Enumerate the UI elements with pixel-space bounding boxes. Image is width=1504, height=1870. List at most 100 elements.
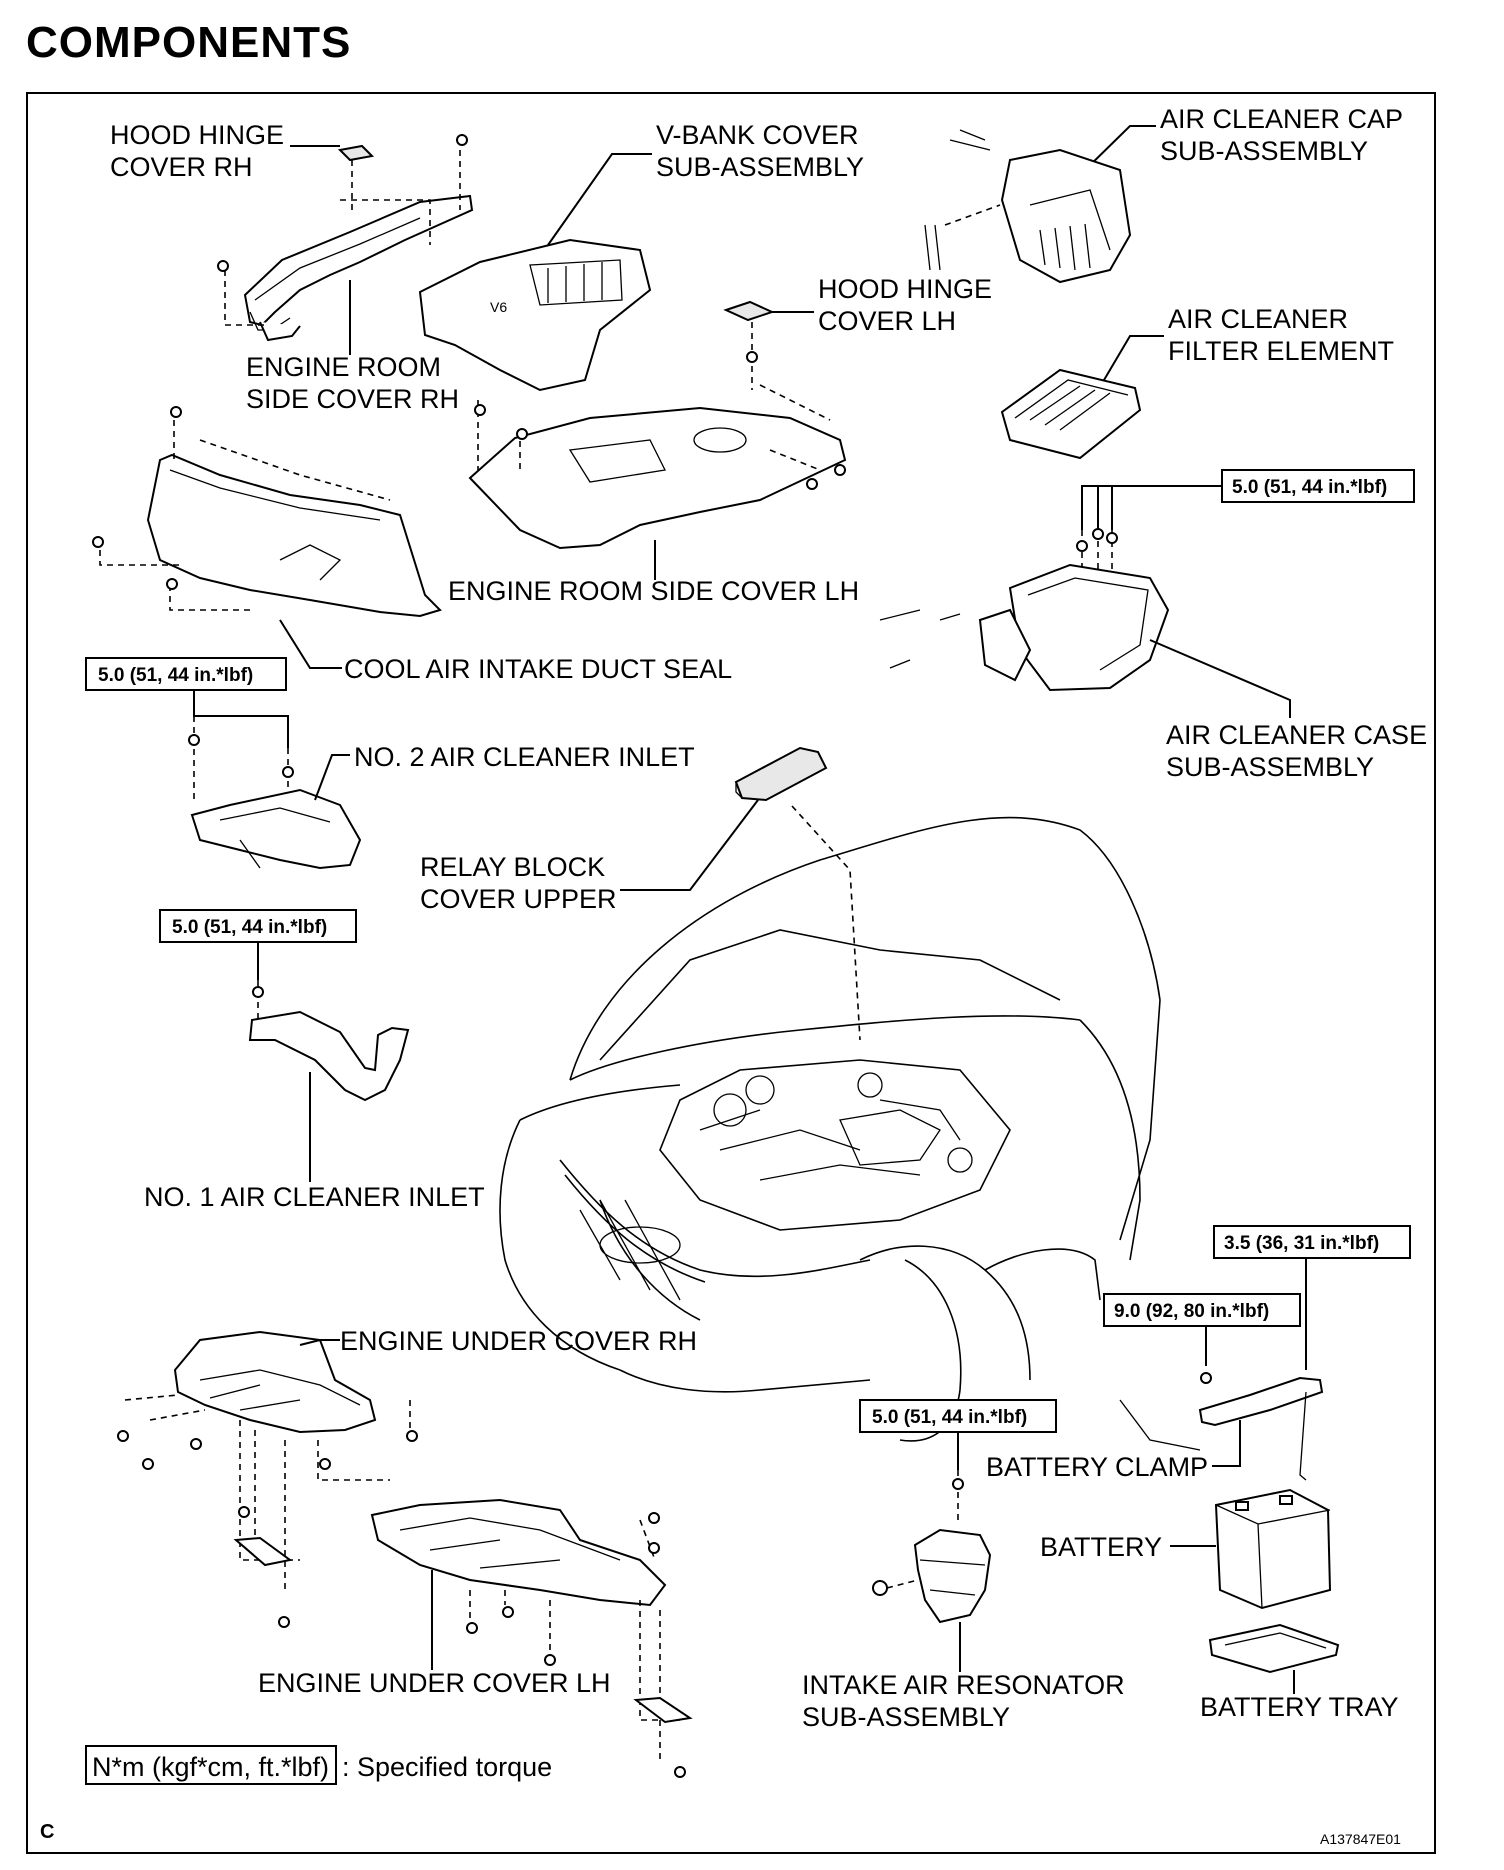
- bolt: [1200, 1372, 1212, 1384]
- bolt: [648, 1512, 660, 1524]
- intake-air-resonator: [913, 1528, 992, 1624]
- bolt: [278, 1616, 290, 1628]
- svg-text:COVER UPPER: COVER UPPER: [420, 884, 617, 914]
- hood-hinge-cover-rh-label: HOOD HINGE COVER RH: [110, 120, 284, 182]
- svg-text:SUB-ASSEMBLY: SUB-ASSEMBLY: [1166, 752, 1374, 782]
- no1-air-cleaner-inlet-label: NO. 1 AIR CLEANER INLET: [144, 1182, 485, 1212]
- battery: [1214, 1488, 1332, 1610]
- legend-meaning: : Specified torque: [342, 1752, 552, 1782]
- bolt: [544, 1654, 556, 1666]
- svg-text:COVER RH: COVER RH: [110, 152, 253, 182]
- figure-id: A137847E01: [1320, 1831, 1401, 1847]
- torque-box-battery-clamp-bolt: [1103, 1293, 1301, 1327]
- bolt: [466, 1622, 478, 1634]
- bolt: [190, 1438, 202, 1450]
- torque-box-no2-inlet: [85, 657, 287, 691]
- svg-text:HOOD HINGE: HOOD HINGE: [110, 120, 284, 150]
- bolt: [319, 1458, 331, 1470]
- svg-text:ENGINE ROOM: ENGINE ROOM: [246, 352, 441, 382]
- air-cleaner-case-label: AIR CLEANER CASE SUB-ASSEMBLY: [1166, 720, 1427, 782]
- battery-tray-label: BATTERY TRAY: [1200, 1692, 1399, 1722]
- svg-text:SUB-ASSEMBLY: SUB-ASSEMBLY: [656, 152, 864, 182]
- bolt: [117, 1430, 129, 1442]
- svg-text:FILTER ELEMENT: FILTER ELEMENT: [1168, 336, 1394, 366]
- battery-label: BATTERY: [1040, 1532, 1162, 1562]
- torque-box-air-cleaner-case: [1221, 469, 1415, 503]
- bolt: [502, 1606, 514, 1618]
- bolt: [252, 986, 264, 998]
- v-bank-cover: [418, 238, 652, 392]
- torque-value: 5.0 (51, 44 in.*lbf): [872, 1407, 1027, 1428]
- no2-air-cleaner-inlet: [190, 788, 362, 870]
- bolt: [1092, 528, 1104, 540]
- svg-text:V-BANK COVER: V-BANK COVER: [656, 120, 859, 150]
- battery-clamp-label: BATTERY CLAMP: [986, 1452, 1208, 1482]
- engine-under-cover-rh: [173, 1330, 377, 1434]
- legend-torque-unit: N*m (kgf*cm, ft.*lbf): [92, 1752, 329, 1782]
- torque-box-battery-clamp-rod: [1213, 1225, 1411, 1259]
- v-bank-cover-label: V-BANK COVER SUB-ASSEMBLY: [656, 120, 864, 182]
- bolt: [806, 478, 818, 490]
- bolt: [406, 1430, 418, 1442]
- bolt: [282, 766, 294, 778]
- bolt: [834, 464, 846, 476]
- torque-box-resonator: [859, 1399, 1057, 1433]
- bolt: [648, 1542, 660, 1554]
- svg-text:AIR CLEANER CAP: AIR CLEANER CAP: [1160, 104, 1403, 134]
- no1-air-cleaner-inlet: [248, 1010, 410, 1102]
- hood-hinge-cover-lh: [723, 300, 775, 322]
- engine-under-cover-rh-label: ENGINE UNDER COVER RH: [340, 1326, 697, 1356]
- air-cleaner-filter-element-label: AIR CLEANER FILTER ELEMENT: [1168, 304, 1394, 366]
- air-cleaner-filter-element: [1000, 368, 1142, 460]
- engine-under-cover-lh: [370, 1498, 667, 1607]
- svg-text:COVER LH: COVER LH: [818, 306, 956, 336]
- engine-room-side-cover-lh: [468, 406, 847, 550]
- bolt: [166, 578, 178, 590]
- svg-text:HOOD HINGE: HOOD HINGE: [818, 274, 992, 304]
- svg-text:AIR CLEANER CASE: AIR CLEANER CASE: [1166, 720, 1427, 750]
- bracket: [233, 1536, 293, 1567]
- torque-value: 5.0 (51, 44 in.*lbf): [1232, 477, 1387, 498]
- svg-text:SIDE COVER RH: SIDE COVER RH: [246, 384, 459, 414]
- torque-value: 5.0 (51, 44 in.*lbf): [172, 917, 327, 938]
- v6-badge: V6: [490, 299, 507, 315]
- svg-text:SUB-ASSEMBLY: SUB-ASSEMBLY: [802, 1702, 1010, 1732]
- no2-air-cleaner-inlet-label: NO. 2 AIR CLEANER INLET: [354, 742, 695, 772]
- bracket: [633, 1696, 693, 1724]
- torque-value: 9.0 (92, 80 in.*lbf): [1114, 1301, 1269, 1322]
- bolt: [456, 134, 468, 146]
- svg-text:INTAKE AIR RESONATOR: INTAKE AIR RESONATOR: [802, 1670, 1125, 1700]
- torque-value: 3.5 (36, 31 in.*lbf): [1224, 1233, 1379, 1254]
- bolt: [238, 1506, 250, 1518]
- bolt: [674, 1766, 686, 1778]
- bolt: [1076, 540, 1088, 552]
- bolt: [474, 404, 486, 416]
- svg-text:RELAY BLOCK: RELAY BLOCK: [420, 852, 605, 882]
- battery-tray: [1208, 1623, 1340, 1674]
- bolt: [170, 406, 182, 418]
- hood-hinge-cover-lh-label: HOOD HINGE COVER LH: [818, 274, 992, 336]
- bolt: [217, 260, 229, 272]
- relay-block-cover-upper: [734, 746, 828, 802]
- engine-room-side-cover-lh-label: ENGINE ROOM SIDE COVER LH: [448, 576, 859, 606]
- bolt: [952, 1478, 964, 1490]
- engine-under-cover-lh-label: ENGINE UNDER COVER LH: [258, 1668, 611, 1698]
- bolt: [1106, 532, 1118, 544]
- diagram-frame: [26, 92, 1436, 1854]
- cool-air-intake-duct-seal: [146, 453, 442, 618]
- battery-clamp: [1198, 1376, 1324, 1427]
- svg-text:AIR CLEANER: AIR CLEANER: [1168, 304, 1348, 334]
- air-cleaner-case: [1008, 563, 1170, 692]
- vehicle-front-illustration: [499, 816, 1201, 1451]
- corner-letter: C: [40, 1821, 54, 1843]
- svg-text:SUB-ASSEMBLY: SUB-ASSEMBLY: [1160, 136, 1368, 166]
- legend-torque-unit-box: [85, 1745, 337, 1785]
- bolt: [92, 536, 104, 548]
- page-title: COMPONENTS: [26, 18, 352, 67]
- intake-air-resonator-label: INTAKE AIR RESONATOR SUB-ASSEMBLY: [802, 1670, 1125, 1732]
- bolt: [746, 351, 758, 363]
- air-cleaner-cap-label: AIR CLEANER CAP SUB-ASSEMBLY: [1160, 104, 1403, 166]
- bolt: [188, 734, 200, 746]
- engine-room-side-cover-rh-label: ENGINE ROOM SIDE COVER RH: [246, 352, 459, 414]
